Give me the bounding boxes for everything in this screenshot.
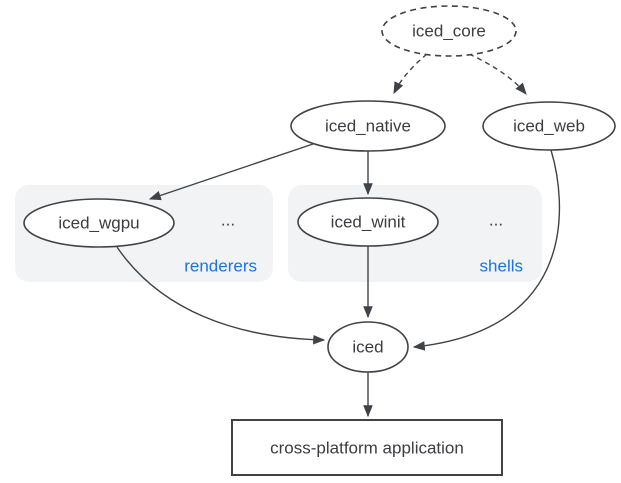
node-iced-core-label: iced_core [412,22,486,41]
node-iced-core [381,5,517,57]
node-iced-label: iced [352,338,383,357]
group-shells-ellipsis: ... [489,211,503,230]
edge-core-to-native [393,53,428,95]
node-iced-winit-label: iced_winit [331,213,406,232]
group-shells-label: shells [480,257,523,276]
node-application-label: cross-platform application [270,439,464,458]
edge-wgpu-to-iced [116,246,326,345]
node-iced-native-label: iced_native [325,117,411,136]
node-iced-winit [297,197,439,247]
edge-web-to-iced [412,149,561,351]
node-iced-wgpu [23,198,175,248]
group-renderers-label: renderers [184,257,257,276]
node-iced-wgpu-label: iced_wgpu [58,214,139,233]
node-iced-web [482,101,616,151]
node-application [231,419,503,476]
node-iced [327,321,409,373]
edge-core-to-web [468,53,527,95]
node-iced-native [290,100,446,152]
edge-native-to-wgpu [148,143,314,201]
node-iced-web-label: iced_web [513,117,585,136]
group-renderers-ellipsis: ... [221,211,235,230]
